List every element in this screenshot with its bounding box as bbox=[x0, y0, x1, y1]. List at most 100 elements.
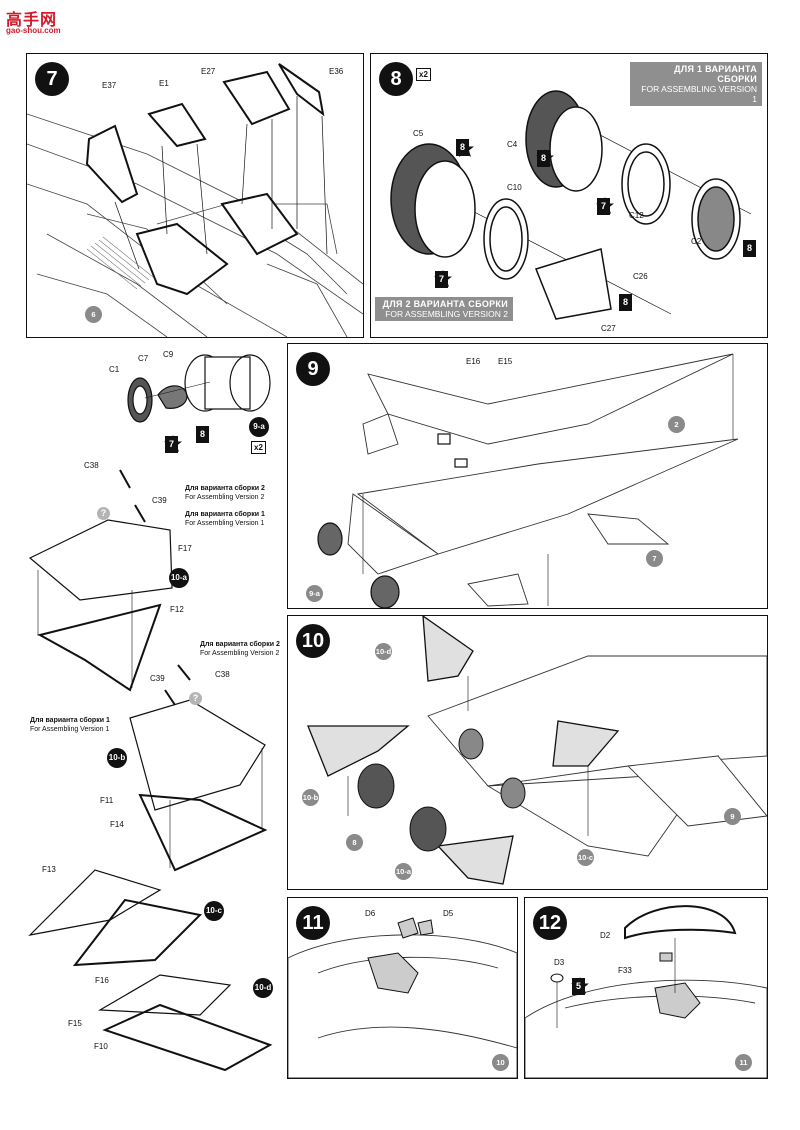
variant-note-v1-en: For Assembling Version 1 bbox=[30, 726, 110, 733]
paint-code-8: 8 bbox=[743, 240, 756, 257]
question-mark-icon: ? bbox=[97, 507, 110, 520]
variant-note-v1-ru: Для варианта сборки 1 bbox=[185, 511, 265, 518]
variant-note-v2-en: For Assembling Version 2 bbox=[200, 650, 280, 657]
ref-step-8: 8 bbox=[346, 834, 363, 851]
part-label-c38: C38 bbox=[215, 670, 230, 679]
sub-step-10d: 10-d bbox=[253, 978, 273, 998]
quantity-multiplier: x2 bbox=[251, 441, 266, 454]
step-11-panel: 11 D6 D5 10 bbox=[287, 897, 518, 1079]
step-10-panel: 10 10-d 10-b 8 10-a 10-c 9 bbox=[287, 615, 768, 890]
variant-note-v2-en: For Assembling Version 2 bbox=[185, 494, 265, 501]
part-label-f33: F33 bbox=[618, 966, 632, 975]
ref-sub-10d: 10-d bbox=[375, 643, 392, 660]
part-label-c1: C1 bbox=[109, 365, 120, 374]
ref-step-6: 6 bbox=[85, 306, 102, 323]
step-9-panel: 9 E16 E15 2 7 9-a bbox=[287, 343, 768, 609]
step-8-panel: 8 x2 ДЛЯ 1 ВАРИАНТА СБОРКИ FOR ASSEMBLIN… bbox=[370, 53, 768, 338]
paint-code-8: 8 bbox=[196, 426, 209, 443]
part-label-f15: F15 bbox=[68, 1019, 82, 1028]
part-label-d2: D2 bbox=[600, 931, 611, 940]
sub-step-10c: 10-c bbox=[204, 901, 224, 921]
question-mark-icon: ? bbox=[189, 692, 202, 705]
version-1-banner: ДЛЯ 1 ВАРИАНТА СБОРКИ FOR ASSEMBLING VER… bbox=[630, 62, 762, 106]
part-label-c12: C12 bbox=[629, 211, 644, 220]
step-number-7: 7 bbox=[35, 62, 69, 96]
part-label-d3: D3 bbox=[554, 958, 565, 967]
variant-note-v2-ru: Для варианта сборки 2 bbox=[185, 485, 265, 492]
variant-note-v1-en: For Assembling Version 1 bbox=[185, 520, 265, 527]
step-number-8: 8 bbox=[379, 62, 413, 96]
part-label-c39: C39 bbox=[152, 496, 167, 505]
part-label-e37: E37 bbox=[102, 81, 117, 90]
paint-code-5: 5 bbox=[572, 978, 585, 995]
ref-step-7: 7 bbox=[646, 550, 663, 567]
part-label-e27: E27 bbox=[201, 67, 216, 76]
part-label-c27: C27 bbox=[601, 324, 616, 333]
step-7-illustration bbox=[27, 63, 363, 337]
watermark-chars: 高手网 bbox=[6, 10, 58, 29]
sub-step-9a: 9-a bbox=[249, 417, 269, 437]
step-9-illustration bbox=[317, 353, 739, 608]
part-label-c4: C4 bbox=[507, 140, 518, 149]
part-label-f17: F17 bbox=[178, 544, 192, 553]
watermark-url: gao-shou.com bbox=[6, 26, 61, 35]
version-2-ru: ДЛЯ 2 ВАРИАНТА СБОРКИ bbox=[382, 299, 508, 309]
part-label-c38: C38 bbox=[84, 461, 99, 470]
variant-note-v2-ru: Для варианта сборки 2 bbox=[200, 641, 280, 648]
ref-sub-9a: 9-a bbox=[306, 585, 323, 602]
version-1-ru: ДЛЯ 1 ВАРИАНТА СБОРКИ bbox=[674, 64, 757, 84]
part-label-c5: C5 bbox=[413, 129, 424, 138]
ref-step-11: 11 bbox=[735, 1054, 752, 1071]
paint-code-7: 7 bbox=[597, 198, 610, 215]
ref-step-2: 2 bbox=[668, 416, 685, 433]
part-label-d5: D5 bbox=[443, 909, 454, 918]
step-8-illustration bbox=[390, 90, 752, 320]
variant-note-v1-ru: Для варианта сборки 1 bbox=[30, 717, 110, 724]
part-label-f10: F10 bbox=[94, 1042, 108, 1051]
paint-code-8: 8 bbox=[456, 139, 469, 156]
ref-sub-10b: 10-b bbox=[302, 789, 319, 806]
variant-note-v2: Для варианта сборки 2 For Assembling Ver… bbox=[200, 640, 280, 658]
variant-note-v1: Для варианта сборки 1 For Assembling Ver… bbox=[185, 510, 265, 528]
watermark-logo: 高手网 gao-shou.com bbox=[4, 6, 84, 36]
part-label-c2: C2 bbox=[691, 237, 702, 246]
part-label-c10: C10 bbox=[507, 183, 522, 192]
ref-sub-10a: 10-a bbox=[395, 863, 412, 880]
version-2-banner: ДЛЯ 2 ВАРИАНТА СБОРКИ FOR ASSEMBLING VER… bbox=[375, 297, 513, 321]
part-label-c26: C26 bbox=[633, 272, 648, 281]
variant-note-v2: Для варианта сборки 2 For Assembling Ver… bbox=[185, 484, 265, 502]
part-label-e15: E15 bbox=[498, 357, 513, 366]
part-label-c7: C7 bbox=[138, 354, 149, 363]
part-label-d6: D6 bbox=[365, 909, 376, 918]
part-label-f13: F13 bbox=[42, 865, 56, 874]
step-12-illustration bbox=[525, 905, 767, 1078]
version-1-en: FOR ASSEMBLING VERSION 1 bbox=[641, 84, 757, 104]
part-label-e16: E16 bbox=[466, 357, 481, 366]
part-label-f14: F14 bbox=[110, 820, 124, 829]
step-7-panel: 7 E37 E1 E27 E36 6 bbox=[26, 53, 364, 338]
ref-step-9: 9 bbox=[724, 808, 741, 825]
paint-code-8: 8 bbox=[619, 294, 632, 311]
step-11-illustration bbox=[288, 917, 517, 1078]
ref-sub-10c: 10-c bbox=[577, 849, 594, 866]
sub-step-10b: 10-b bbox=[107, 748, 127, 768]
step-number-9: 9 bbox=[296, 352, 330, 386]
step-number-11: 11 bbox=[296, 906, 330, 940]
quantity-multiplier: x2 bbox=[416, 68, 431, 81]
part-label-f11: F11 bbox=[100, 796, 114, 805]
paint-code-7: 7 bbox=[165, 436, 178, 453]
part-label-f16: F16 bbox=[95, 976, 109, 985]
step-number-12: 12 bbox=[533, 906, 567, 940]
part-label-e1: E1 bbox=[159, 79, 169, 88]
variant-note-v1: Для варианта сборки 1 For Assembling Ver… bbox=[30, 716, 110, 734]
sub-step-10a: 10-a bbox=[169, 568, 189, 588]
version-2-en: FOR ASSEMBLING VERSION 2 bbox=[385, 309, 508, 319]
paint-code-8: 8 bbox=[537, 150, 550, 167]
part-label-c39: C39 bbox=[150, 674, 165, 683]
paint-code-7: 7 bbox=[435, 271, 448, 288]
part-label-c9: C9 bbox=[163, 350, 174, 359]
part-label-f12: F12 bbox=[170, 605, 184, 614]
part-label-e36: E36 bbox=[329, 67, 344, 76]
step-12-panel: 12 D2 D3 F33 5 11 bbox=[524, 897, 768, 1079]
ref-step-10: 10 bbox=[492, 1054, 509, 1071]
